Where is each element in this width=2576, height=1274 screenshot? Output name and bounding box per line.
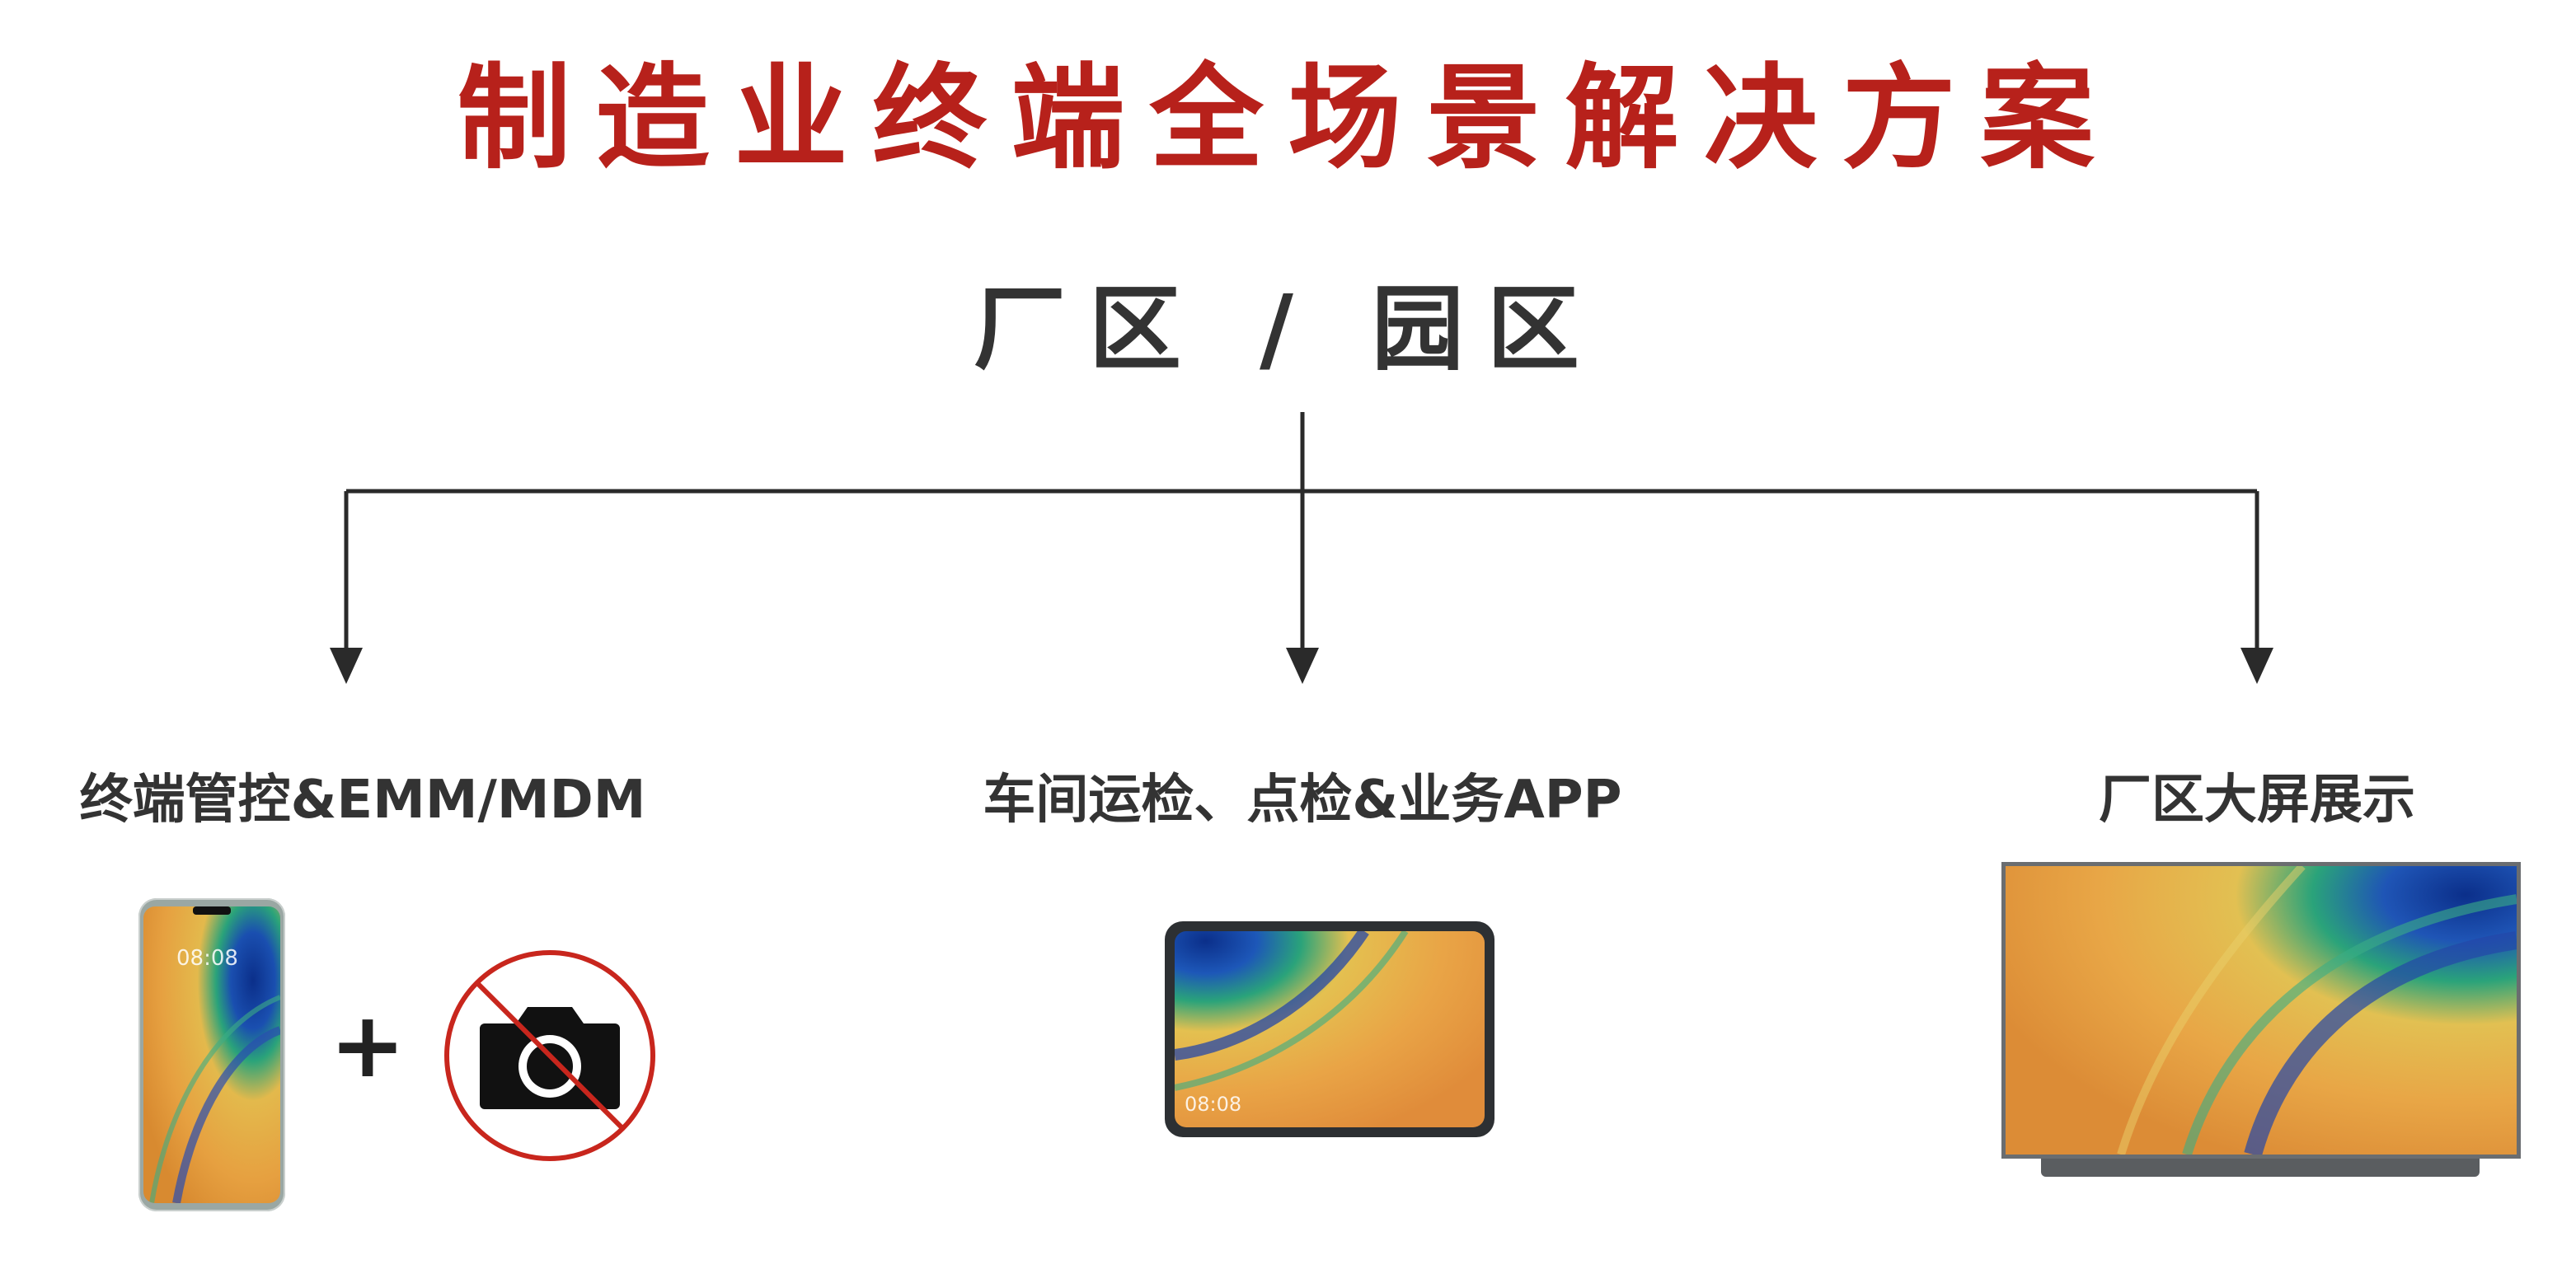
root-node-label: 厂区 / 园区 <box>974 276 1602 383</box>
branch-label-emm-mdm: 终端管控&EMM/MDM <box>79 770 646 831</box>
branch-label-big-screen: 厂区大屏展示 <box>2099 770 2415 831</box>
phone-clock: 08:08 <box>176 946 238 971</box>
page-title: 制造业终端全场景解决方案 <box>457 50 2119 185</box>
tablet-clock: 08:08 <box>1185 1093 1242 1116</box>
tablet-image: 08:08 <box>1165 921 1494 1137</box>
no-camera-icon <box>444 950 655 1161</box>
large-display-screen <box>2006 866 2517 1155</box>
smartphone-image: 08:08 <box>138 898 285 1211</box>
display-soundbar <box>2041 1159 2480 1177</box>
arrow-right <box>2241 648 2273 684</box>
arrow-left <box>330 648 363 684</box>
branch-label-workshop-app: 车间运检、点检&业务APP <box>983 770 1622 831</box>
plus-sign: + <box>329 992 406 1098</box>
tablet-screen: 08:08 <box>1175 931 1485 1127</box>
arrow-center <box>1286 648 1319 684</box>
large-display-image <box>2001 862 2521 1159</box>
phone-screen: 08:08 <box>143 906 280 1203</box>
